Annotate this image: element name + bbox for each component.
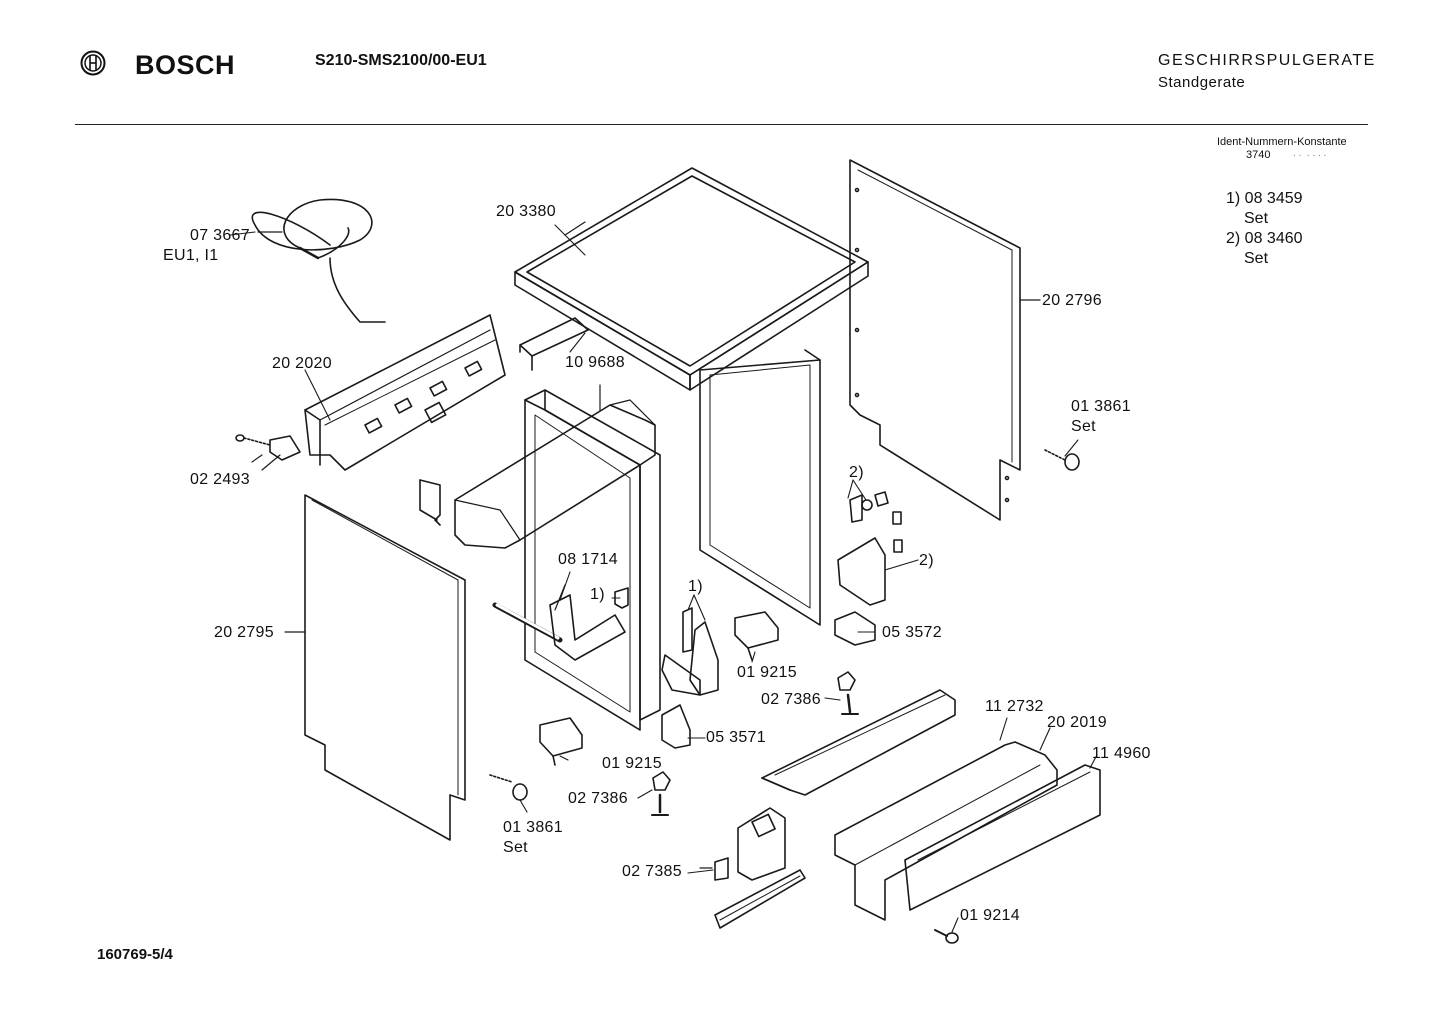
- part-label: 20 3380: [496, 203, 556, 220]
- ident-label: Ident-Nummern-Konstante: [1217, 136, 1347, 148]
- part-label: 01 3861: [1071, 398, 1131, 415]
- part-label: 01 9214: [960, 907, 1020, 924]
- part-label: Set: [1071, 418, 1096, 435]
- part-label: 05 3572: [882, 624, 942, 641]
- brand-name: BOSCH: [135, 50, 236, 80]
- bosch-logo-icon: [80, 50, 106, 76]
- part-label: 20 2795: [214, 624, 274, 641]
- clip-1-drawing: [614, 587, 719, 696]
- screw-027386b-drawing: [651, 771, 671, 816]
- hinge-053572-drawing: [834, 611, 876, 646]
- part-label: 1): [688, 578, 703, 595]
- left-side-panel-drawing: [284, 494, 466, 841]
- part-label: 02 7386: [761, 691, 821, 708]
- switch-019215b-drawing: [539, 717, 583, 766]
- parts-2-drawing: [837, 491, 903, 606]
- kickplate-114960-drawing: [904, 764, 1101, 911]
- part-label: 11 4960: [1092, 745, 1151, 762]
- duct-drawing: [454, 384, 656, 549]
- switch-019215a-drawing: [734, 611, 779, 661]
- front-frame-drawing: [524, 389, 661, 731]
- right-side-panel-drawing: [849, 159, 1041, 521]
- part-label: 01 3861: [503, 819, 563, 836]
- set-note-1-set: Set: [1244, 210, 1269, 227]
- rear-frame-drawing: [699, 349, 821, 626]
- top-lid-drawing: [514, 167, 869, 391]
- left-clip-drawing: [419, 479, 441, 526]
- part-label: 08 1714: [558, 551, 618, 568]
- ident-dots: . . . . . .: [1293, 148, 1327, 159]
- screw-022493-drawing: [235, 434, 301, 471]
- mounting-plate-drawing: [699, 807, 786, 881]
- part-label: 2): [849, 464, 864, 481]
- part-label: 20 2019: [1047, 714, 1107, 731]
- part-label: 02 7386: [568, 790, 628, 807]
- power-cable-drawing: [251, 198, 386, 323]
- set-note-2: 2) 08 3460: [1226, 230, 1303, 247]
- part-label: 07 3667: [190, 227, 250, 244]
- set-note-2-set: Set: [1244, 250, 1269, 267]
- part-label: 02 7385: [622, 863, 682, 880]
- part-label: 05 3571: [706, 729, 766, 746]
- part-label: 20 2796: [1042, 292, 1102, 309]
- footer-code: 160769-5/4: [97, 946, 173, 963]
- part-label: Set: [503, 839, 528, 856]
- bracket-109688-drawing: [519, 317, 589, 371]
- hinge-053571-drawing: [661, 704, 691, 749]
- part-label: 10 9688: [565, 354, 625, 371]
- set-note-1: 1) 08 3459: [1226, 190, 1303, 207]
- model-code: S210-SMS2100/00-EU1: [315, 52, 487, 69]
- rail-112732-drawing: [761, 689, 956, 796]
- screw-027386a-drawing: [837, 671, 859, 715]
- lower-rail-drawing: [714, 869, 806, 929]
- part-label: 02 2493: [190, 471, 250, 488]
- part-label: 20 2020: [272, 355, 332, 372]
- category-title: GESCHIRRSPULGERATE: [1158, 52, 1376, 69]
- header-divider: [75, 124, 1368, 125]
- bracket-202020-drawing: [304, 314, 506, 471]
- part-label: 01 9215: [737, 664, 797, 681]
- part-label: 11 2732: [985, 698, 1044, 715]
- part-label: 2): [919, 552, 934, 569]
- screw-013861a-drawing: [1044, 449, 1080, 471]
- part-label: 1): [590, 586, 605, 603]
- screw-019214-drawing: [934, 929, 959, 944]
- ident-value: 3740: [1246, 149, 1271, 161]
- leader-lines: [229, 224, 1098, 933]
- part-label: 01 9215: [602, 755, 662, 772]
- base-202019-drawing: [834, 741, 1058, 921]
- category-subtitle: Standgerate: [1158, 74, 1246, 91]
- screw-013861b-drawing: [489, 774, 528, 801]
- rod-drawing: [492, 602, 563, 643]
- part-label: EU1, I1: [163, 247, 219, 264]
